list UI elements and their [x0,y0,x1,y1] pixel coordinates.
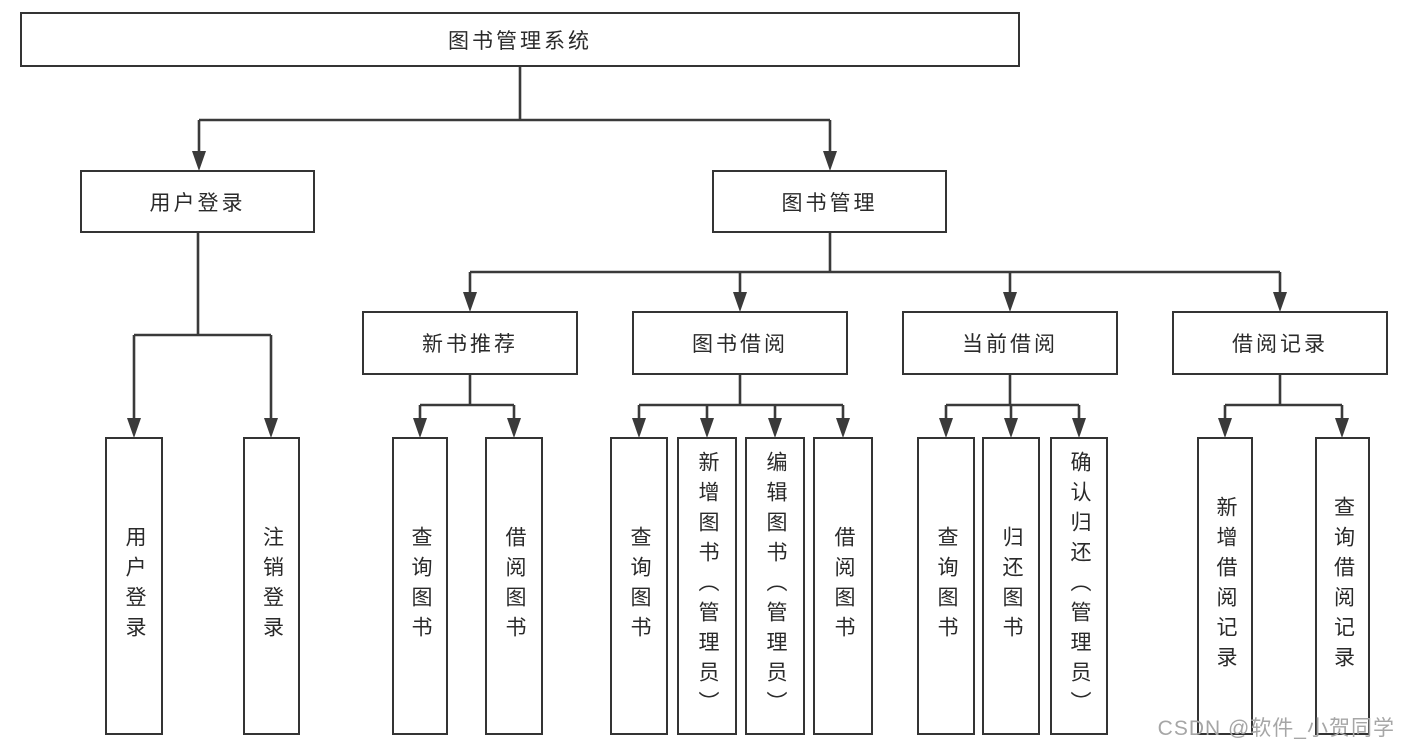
node-book-management: 图书管理 [712,170,947,233]
node-borrowing-records: 借阅记录 [1172,311,1388,375]
node-new-book-recommendation: 新书推荐 [362,311,578,375]
arrowhead-icons [127,151,1349,438]
leaf-current-confirm-return-admin: 确认归还（管理员） [1050,437,1108,735]
leaf-borrow-borrow-book: 借阅图书 [813,437,873,735]
node-current-borrowing: 当前借阅 [902,311,1118,375]
leaf-current-return-book: 归还图书 [982,437,1040,735]
leaf-user-login: 用户登录 [105,437,163,735]
leaf-records-add-record: 新增借阅记录 [1197,437,1253,735]
node-book-borrowing: 图书借阅 [632,311,848,375]
leaf-recommend-query-book: 查询图书 [392,437,448,735]
leaf-current-query-book: 查询图书 [917,437,975,735]
leaf-borrow-add-book-admin: 新增图书（管理员） [677,437,737,735]
leaf-logout: 注销登录 [243,437,300,735]
node-user-login: 用户登录 [80,170,315,233]
watermark: CSDN @软件_小贺同学 [1157,717,1395,740]
node-library-management-system: 图书管理系统 [20,12,1020,67]
leaf-borrow-edit-book-admin: 编辑图书（管理员） [745,437,805,735]
leaf-recommend-borrow-book: 借阅图书 [485,437,543,735]
leaf-records-query-record: 查询借阅记录 [1315,437,1370,735]
leaf-borrow-query-book: 查询图书 [610,437,668,735]
